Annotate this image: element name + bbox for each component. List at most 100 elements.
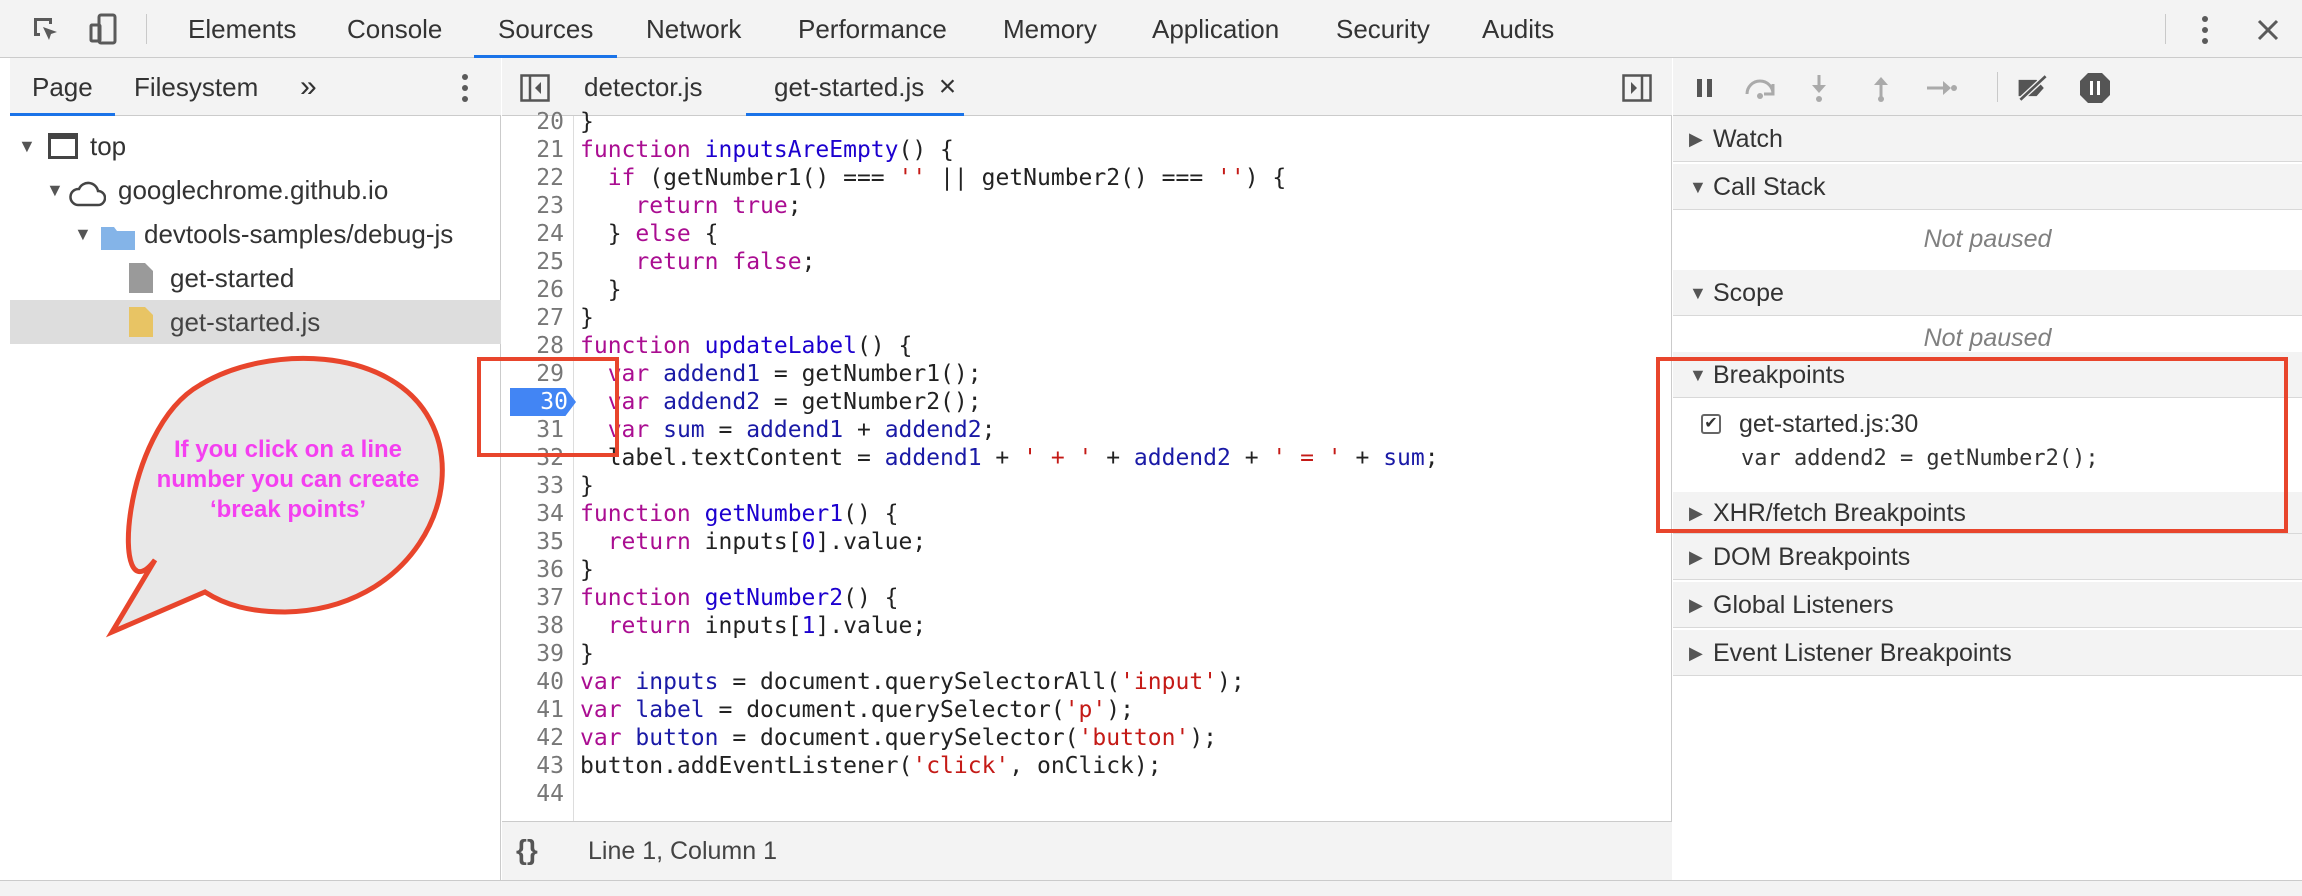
breakpoint-item[interactable]: ✔ get-started.js:30 var addend2 = getNum… bbox=[1673, 398, 2302, 492]
tree-item-top[interactable]: ▼ top bbox=[10, 124, 501, 168]
line-number[interactable]: 25 bbox=[536, 249, 564, 275]
code-line[interactable]: var inputs = document.querySelectorAll('… bbox=[580, 668, 1245, 696]
code-line[interactable]: return true; bbox=[580, 192, 801, 220]
code-line[interactable]: function getNumber2() { bbox=[580, 584, 899, 612]
code-line[interactable]: } bbox=[580, 304, 594, 332]
step-over-icon[interactable] bbox=[1743, 70, 1779, 106]
tab-get-started-js[interactable]: get-started.js × bbox=[746, 58, 965, 116]
line-number[interactable]: 27 bbox=[536, 305, 564, 331]
code-line[interactable]: } bbox=[580, 472, 594, 500]
section-xhr-breakpoints[interactable]: ▶ XHR/fetch Breakpoints bbox=[1673, 492, 2302, 534]
tab-audits[interactable]: Audits bbox=[1482, 14, 1555, 44]
line-number[interactable]: 29 bbox=[536, 361, 564, 387]
line-number[interactable]: 34 bbox=[536, 501, 564, 527]
navigator-menu-icon[interactable] bbox=[450, 70, 480, 106]
code-line[interactable]: return false; bbox=[580, 248, 815, 276]
step-into-icon[interactable] bbox=[1801, 70, 1837, 106]
tab-network[interactable]: Network bbox=[646, 14, 742, 44]
line-number[interactable]: 20 bbox=[536, 109, 564, 135]
section-call-stack[interactable]: ▼ Call Stack bbox=[1673, 164, 2302, 210]
line-number[interactable]: 24 bbox=[536, 221, 564, 247]
tab-application[interactable]: Application bbox=[1152, 14, 1280, 44]
line-number[interactable]: 43 bbox=[536, 753, 564, 779]
code-line[interactable]: var sum = addend1 + addend2; bbox=[580, 416, 996, 444]
tab-sources[interactable]: Sources bbox=[474, 0, 618, 58]
tree-item-js-file[interactable]: get-started.js bbox=[10, 300, 501, 344]
more-options-icon[interactable] bbox=[2190, 12, 2220, 48]
code-line[interactable]: function inputsAreEmpty() { bbox=[580, 136, 954, 164]
code-token: 'button' bbox=[1078, 725, 1190, 751]
line-number[interactable]: 37 bbox=[536, 585, 564, 611]
line-number-gutter[interactable]: 20 21 22 23 24 25 26 27 28 29 30 31 32 3… bbox=[502, 109, 576, 821]
pretty-print-button[interactable]: {} bbox=[516, 834, 538, 865]
toolbar-separator bbox=[1997, 72, 1998, 102]
code-line[interactable]: var label = document.querySelector('p'); bbox=[580, 696, 1134, 724]
code-line[interactable]: return inputs[1].value; bbox=[580, 612, 927, 640]
tree-item-folder[interactable]: ▼ devtools-samples/debug-js bbox=[10, 212, 501, 256]
section-global-listeners[interactable]: ▶ Global Listeners bbox=[1673, 582, 2302, 628]
tab-page[interactable]: Page bbox=[10, 58, 115, 116]
toggle-navigator-icon[interactable] bbox=[520, 74, 550, 107]
tree-item-domain[interactable]: ▼ googlechrome.github.io bbox=[10, 168, 501, 212]
pause-icon[interactable] bbox=[1687, 70, 1723, 106]
breakpoint-marker[interactable]: 30 bbox=[510, 388, 576, 416]
code-area[interactable]: }function inputsAreEmpty() { if (getNumb… bbox=[502, 109, 1672, 821]
tab-security[interactable]: Security bbox=[1336, 14, 1430, 44]
code-line[interactable]: function updateLabel() { bbox=[580, 332, 912, 360]
code-line[interactable]: label.textContent = addend1 + ' + ' + ad… bbox=[580, 444, 1439, 472]
code-line[interactable]: return inputs[0].value; bbox=[580, 528, 927, 556]
toggle-debugger-icon[interactable] bbox=[1622, 74, 1652, 107]
step-out-icon[interactable] bbox=[1863, 70, 1899, 106]
line-number[interactable]: 32 bbox=[536, 445, 564, 471]
code-line[interactable]: var button = document.querySelector('but… bbox=[580, 724, 1217, 752]
line-number[interactable]: 44 bbox=[536, 781, 564, 807]
line-number[interactable]: 33 bbox=[536, 473, 564, 499]
code-line[interactable]: if (getNumber1() === '' || getNumber2() … bbox=[580, 164, 1287, 192]
code-line[interactable]: } bbox=[580, 640, 594, 668]
code-line[interactable]: } bbox=[580, 108, 594, 136]
code-token: (getNumber1() === bbox=[635, 165, 899, 191]
code-line[interactable]: button.addEventListener('click', onClick… bbox=[580, 752, 1162, 780]
line-number[interactable]: 31 bbox=[536, 417, 564, 443]
line-number[interactable]: 22 bbox=[536, 165, 564, 191]
section-event-listener-breakpoints[interactable]: ▶ Event Listener Breakpoints bbox=[1673, 630, 2302, 676]
tab-filesystem[interactable]: Filesystem bbox=[134, 72, 259, 102]
deactivate-breakpoints-icon[interactable] bbox=[2015, 70, 2051, 106]
line-number[interactable]: 38 bbox=[536, 613, 564, 639]
code-line[interactable]: } bbox=[580, 276, 622, 304]
line-number[interactable]: 42 bbox=[536, 725, 564, 751]
line-number[interactable]: 23 bbox=[536, 193, 564, 219]
breakpoint-checkbox[interactable]: ✔ bbox=[1701, 414, 1721, 434]
tab-detector-js[interactable]: detector.js bbox=[584, 72, 703, 102]
inspect-element-icon[interactable] bbox=[28, 12, 64, 48]
line-number[interactable]: 36 bbox=[536, 557, 564, 583]
pause-on-exceptions-icon[interactable] bbox=[2077, 70, 2113, 106]
section-watch[interactable]: ▶ Watch bbox=[1673, 116, 2302, 162]
code-line[interactable]: var addend2 = getNumber2(); bbox=[580, 388, 982, 416]
line-number[interactable]: 21 bbox=[536, 137, 564, 163]
step-icon[interactable] bbox=[1923, 70, 1959, 106]
code-line[interactable]: function getNumber1() { bbox=[580, 500, 899, 528]
toolbar-separator bbox=[146, 14, 147, 44]
code-line[interactable]: } else { bbox=[580, 220, 719, 248]
line-number[interactable]: 26 bbox=[536, 277, 564, 303]
tab-memory[interactable]: Memory bbox=[1003, 14, 1097, 44]
code-line[interactable]: var addend1 = getNumber1(); bbox=[580, 360, 982, 388]
line-number[interactable]: 39 bbox=[536, 641, 564, 667]
line-number[interactable]: 35 bbox=[536, 529, 564, 555]
tab-console[interactable]: Console bbox=[347, 14, 443, 44]
close-devtools-icon[interactable] bbox=[2250, 12, 2286, 48]
tab-elements[interactable]: Elements bbox=[188, 14, 297, 44]
code-line[interactable]: } bbox=[580, 556, 594, 584]
close-tab-icon[interactable]: × bbox=[938, 70, 957, 103]
section-scope[interactable]: ▼ Scope bbox=[1673, 270, 2302, 316]
device-toolbar-icon[interactable] bbox=[86, 12, 122, 48]
section-dom-breakpoints[interactable]: ▶ DOM Breakpoints bbox=[1673, 534, 2302, 580]
tab-performance[interactable]: Performance bbox=[798, 14, 947, 44]
tree-item-html-file[interactable]: get-started bbox=[10, 256, 501, 300]
more-tabs-icon[interactable]: » bbox=[300, 70, 317, 103]
line-number[interactable]: 41 bbox=[536, 697, 564, 723]
line-number[interactable]: 28 bbox=[536, 333, 564, 359]
line-number[interactable]: 40 bbox=[536, 669, 564, 695]
collapsed-triangle-icon: ▶ bbox=[1689, 503, 1703, 523]
